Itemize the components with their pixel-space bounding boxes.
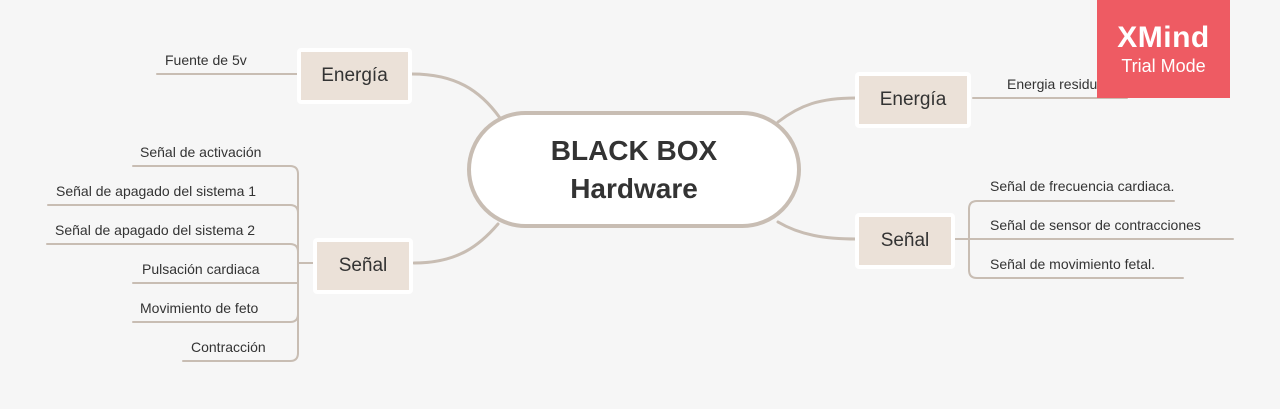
connector-left-senal-sub-3 — [46, 243, 299, 253]
topic-left-senal-label: Señal — [338, 255, 388, 276]
subtopic-left-senal-3[interactable]: Señal de apagado del sistema 2 — [55, 222, 256, 238]
xmind-trial-watermark: XMind Trial Mode — [1097, 0, 1230, 98]
subtopic-left-senal-5[interactable]: Movimiento de feto — [140, 300, 259, 316]
subtopic-left-senal-2[interactable]: Señal de apagado del sistema 1 — [56, 183, 257, 199]
subtopic-right-senal-2[interactable]: Señal de sensor de contracciones — [990, 217, 1201, 233]
central-topic[interactable]: BLACK BOX Hardware — [467, 111, 801, 228]
connector-right-senal-sub-1 — [968, 200, 1175, 210]
topic-left-energia[interactable]: Energía — [297, 48, 412, 104]
subtopic-left-senal-1[interactable]: Señal de activación — [140, 144, 262, 160]
subtopic-left-energia-1[interactable]: Fuente de 5v — [165, 52, 247, 68]
central-topic-line-1: BLACK BOX — [550, 134, 718, 166]
central-topic-line-2: Hardware — [570, 172, 698, 204]
connector-left-senal-sub-1 — [132, 165, 299, 175]
connector-central-to-left-energia — [410, 72, 502, 120]
connector-right-senal-sub-3 — [968, 269, 1184, 279]
connector-central-to-right-senal — [776, 220, 858, 241]
subtopic-left-senal-6[interactable]: Contracción — [191, 339, 266, 355]
topic-right-senal-label: Señal — [880, 230, 930, 251]
topic-right-energia-label: Energía — [879, 89, 947, 110]
subtopic-left-senal-4[interactable]: Pulsación cardiaca — [142, 261, 260, 277]
connector-left-senal-sub-2 — [47, 204, 299, 214]
topic-left-energia-label: Energía — [321, 65, 388, 86]
subtopic-right-senal-3[interactable]: Señal de movimiento fetal. — [990, 256, 1155, 272]
xmind-logo-text: XMind — [1117, 21, 1210, 54]
subtopic-right-senal-1[interactable]: Señal de frecuencia cardiaca. — [990, 178, 1175, 194]
topic-right-senal[interactable]: Señal — [855, 213, 955, 269]
topic-left-senal[interactable]: Señal — [313, 238, 413, 294]
connector-central-to-left-senal — [412, 222, 500, 265]
trial-mode-text: Trial Mode — [1121, 56, 1206, 76]
connector-left-senal-sub-6 — [182, 352, 299, 362]
topic-right-energia[interactable]: Energía — [855, 72, 971, 128]
connector-central-to-right-energia — [776, 96, 858, 124]
subtopic-right-energia-1[interactable]: Energia residual — [1007, 76, 1109, 92]
